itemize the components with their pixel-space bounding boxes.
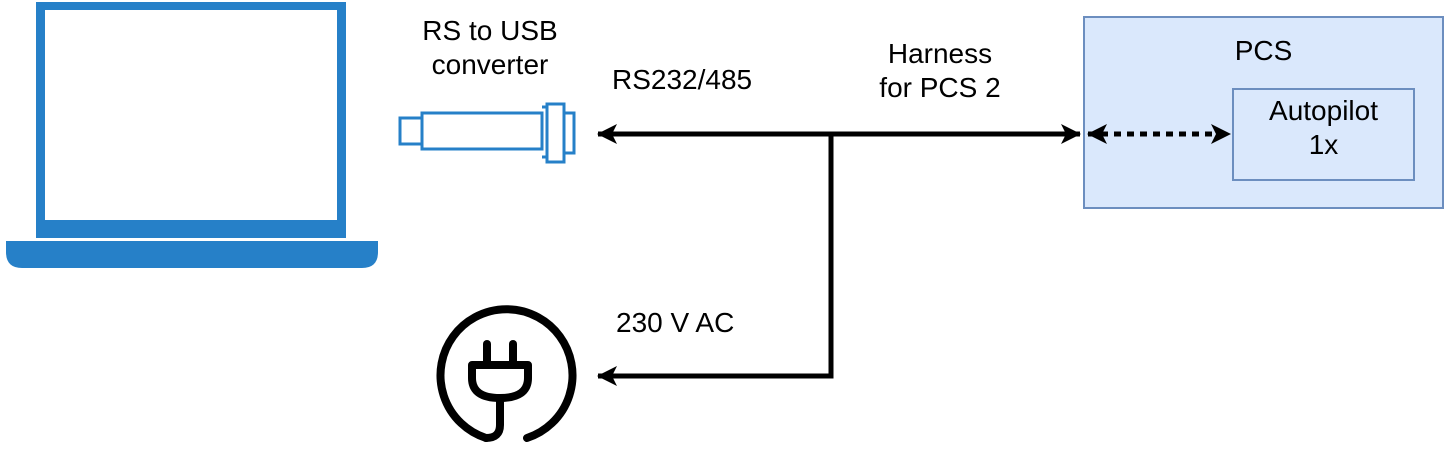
autopilot-label-line2: 1x (1308, 129, 1339, 160)
power-plug-icon (436, 305, 577, 442)
harness-label-line1: Harness (887, 38, 993, 69)
plug-body (468, 361, 532, 402)
usb-connector-icon (398, 102, 576, 164)
power-link-label: 230 V AC (616, 307, 735, 338)
autopilot-label-line1: Autopilot (1269, 95, 1378, 126)
harness-label: Harness for PCS 2 (850, 37, 1030, 105)
laptop-base (6, 241, 378, 268)
rs-link-label: RS232/485 (612, 64, 753, 95)
autopilot-label: Autopilot 1x (1233, 94, 1414, 162)
pcs-label: PCS (1234, 35, 1293, 66)
power-cord-loop (436, 305, 577, 442)
usb-body (420, 111, 544, 151)
converter-label-line1: RS to USB (422, 15, 558, 46)
converter-label-line2: converter (431, 49, 549, 80)
usb-plug-tip (398, 116, 424, 146)
plug-cable (482, 394, 504, 442)
laptop-icon (6, 2, 378, 268)
harness-label-line2: for PCS 2 (879, 72, 1001, 103)
laptop-screen (45, 10, 337, 220)
autopilot-box[interactable] (1232, 88, 1415, 181)
usb-cap (562, 111, 576, 155)
power-link-arrow (597, 132, 834, 386)
usb-flange (545, 102, 566, 164)
converter-label: RS to USB converter (392, 14, 588, 82)
